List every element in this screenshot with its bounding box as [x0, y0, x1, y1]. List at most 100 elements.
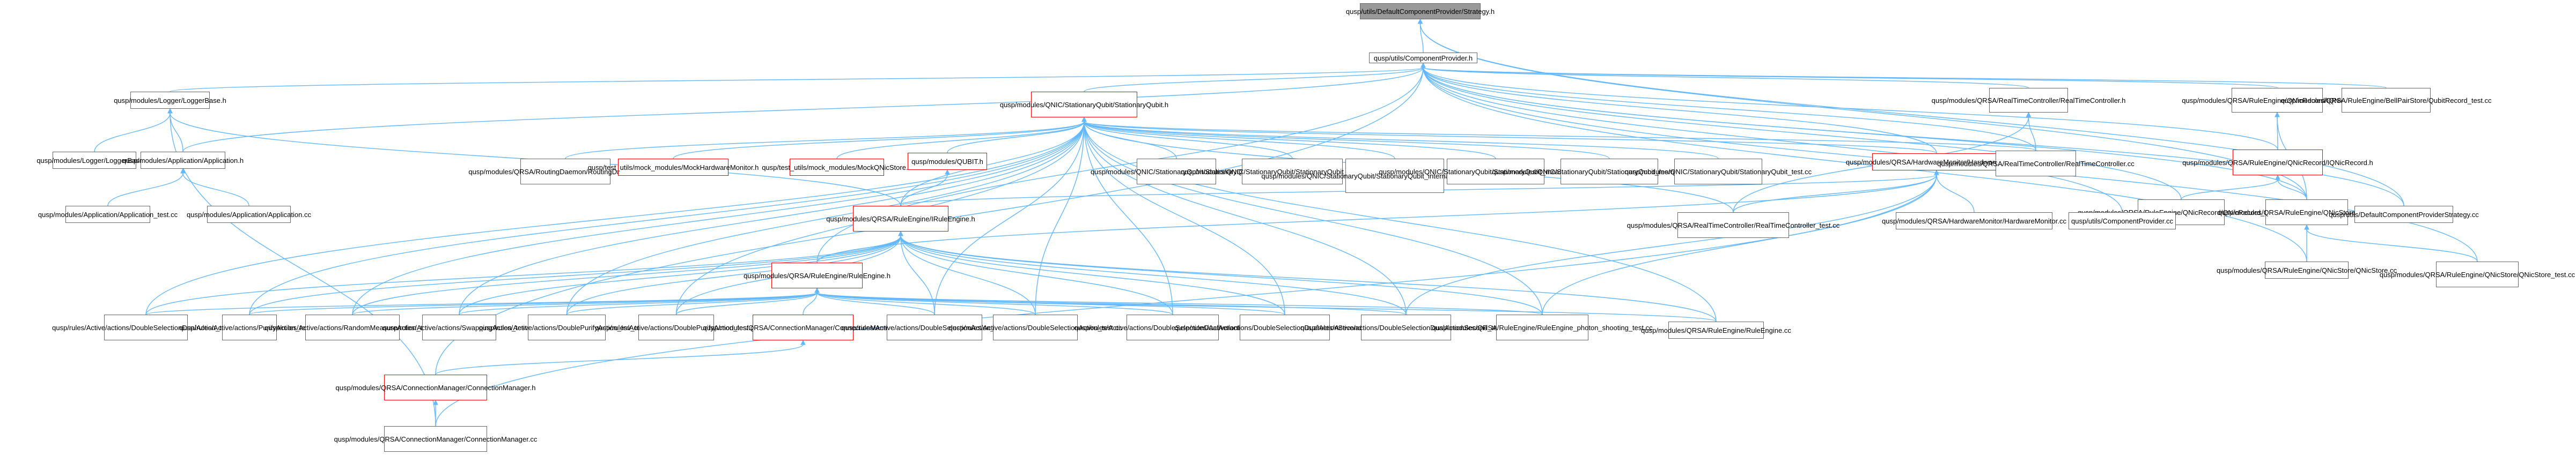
graph-node-rephoton[interactable]: qusp/modules/QRSA/RuleEngine/RuleEngine_… [1432, 315, 1653, 340]
edge-rtccc-to-rtc [2028, 116, 2036, 151]
edge-bellpair-to-cp [1423, 67, 2387, 88]
graph-node-recc[interactable]: qusp/modules/QRSA/RuleEngine/RuleEngine.… [1641, 322, 1791, 339]
edge-swapping-to-qubit [459, 121, 1085, 315]
graph-node-logger[interactable]: qusp/modules/Logger/LoggerBase.h [114, 92, 226, 109]
edge-arrowhead [945, 169, 950, 175]
edge-mockqnic-to-qubit [836, 121, 1085, 159]
edge-rephoton-to-hwmon [1542, 174, 1937, 315]
graph-node-cmcc[interactable]: qusp/modules/QRSA/ConnectionManager/Conn… [334, 426, 537, 452]
edge-dsdualinv-to-qubit [1084, 121, 1173, 315]
graph-node-routing[interactable]: qusp/modules/QRSA/RoutingDaemon/RoutingD… [468, 159, 663, 184]
graph-node-defcp[interactable]: qusp/utils/DefaultComponentProviderStrat… [2329, 206, 2479, 223]
edge-rephoton-to-qubit [1084, 121, 1543, 315]
edge-dsdual2inv-to-ireh [900, 235, 1285, 315]
edge-recc-to-qubit [1084, 121, 1717, 322]
edge-rtccc-to-qubit [1084, 121, 2036, 151]
edge-arrowhead [1934, 169, 1939, 175]
graph-node-rtccc[interactable]: qusp/modules/QRSA/RealTimeController/Rea… [1937, 151, 2135, 176]
graph-node-cmh[interactable]: qusp/modules/QRSA/ConnectionManager/Conn… [336, 375, 535, 400]
edge-purify-to-reh [249, 292, 818, 315]
edge-rephoton-to-reh [816, 292, 1543, 315]
graph-node-apptest[interactable]: qusp/modules/Application/Application_tes… [38, 206, 178, 223]
edge-arrowhead [433, 399, 438, 405]
edge-arrowhead [2026, 111, 2032, 117]
edge-rtctest-to-hwmon [1733, 174, 1937, 213]
graph-node-sqtest[interactable]: qusp/modules/QNIC/StationaryQubit/Statio… [1625, 159, 1812, 184]
edge-purify-to-qubit [249, 121, 1085, 315]
edge-hwmoncc-to-hwmon [1936, 174, 1975, 213]
edge-qnicreccc-to-cp [1423, 67, 2182, 200]
graph-node-cmh2[interactable]: qusp/modules/QRSA/ConnectionManager/Conn… [703, 315, 903, 340]
edge-dpurinv-to-ireh [566, 235, 901, 315]
edge-apph-to-logger [170, 113, 183, 152]
edge-qnicstore-to-iqnicrec [2277, 179, 2307, 200]
graph-node-sqcc[interactable]: qusp/modules/QNIC/StationaryQubit/Statio… [1091, 159, 1262, 184]
edge-arrowhead [180, 168, 186, 174]
edge-routing-to-qubit [565, 121, 1085, 159]
edge-cmh-to-cmh2 [435, 344, 804, 375]
graph-node-rtc[interactable]: qusp/modules/QRSA/RealTimeController/Rea… [1932, 88, 2125, 113]
edge-dsinv-to-reh [816, 292, 935, 315]
edge-qnicreccc-to-iqnicrec [2181, 179, 2278, 200]
graph-node-ireh[interactable]: qusp/modules/QRSA/RuleEngine/IRuleEngine… [826, 206, 975, 232]
edge-dpur-to-reh [675, 292, 818, 315]
graph-node-qnicstorecc[interactable]: qusp/modules/QRSA/RuleEngine/QNicStore/Q… [2217, 262, 2397, 279]
graph-node-sqinternal[interactable]: qusp/modules/QNIC/StationaryQubit/Statio… [1261, 159, 1528, 193]
edge-arrowhead [1421, 62, 1426, 68]
edge-rephoton-to-ireh [900, 235, 1543, 315]
graph-node-iqnicrec[interactable]: qusp/modules/QRSA/RuleEngine/QNicRecord/… [2182, 150, 2373, 175]
edge-sqtest-to-qubit [1084, 121, 1719, 159]
edge-random-to-qubit [352, 121, 1085, 315]
edge-qnicstoretest-to-qnicstore [2306, 229, 2478, 262]
edge-dsdual2-to-ireh [900, 235, 1407, 315]
graph-node-hwmon[interactable]: qusp/modules/QRSA/HardwareMonitor/Hardwa… [1846, 153, 2027, 170]
edge-dsdual-to-ireh [145, 235, 901, 315]
graph-node-apph[interactable]: qusp/modules/Application/Application.h [122, 152, 244, 169]
graph-node-appcc[interactable]: qusp/modules/Application/Application.cc [187, 206, 311, 223]
edge-dpurinv-to-reh [566, 292, 818, 315]
graph-node-qnicstore[interactable]: qusp/modules/QRSA/RuleEngine/QNicStore/Q… [2218, 199, 2395, 225]
edge-cmcc-to-hwmon [435, 174, 1937, 427]
graph-node-reh[interactable]: qusp/modules/QRSA/RuleEngine/RuleEngine.… [744, 263, 890, 288]
graph-node-qnicrec[interactable]: qusp/modules/QRSA/RuleEngine/QNicRecord/… [2182, 88, 2373, 113]
edge-sqgate-to-qubit [1084, 121, 1293, 159]
graph-node-ds[interactable]: qusp/rules/Active/actions/DoubleSelectio… [949, 315, 1122, 340]
edge-recc-to-ireh [900, 235, 1717, 322]
graph-node-qubith[interactable]: qusp/modules/QUBIT.h [908, 153, 987, 170]
edge-iqnicrec-to-cp [1423, 67, 2278, 150]
graph-node-mockhw[interactable]: qusp/test_utils/mock_modules/MockHardwar… [588, 159, 759, 176]
graph-node-hwmoncc[interactable]: qusp/modules/QRSA/HardwareMonitor/Hardwa… [1882, 212, 2066, 229]
edge-appcc-to-apph [182, 173, 249, 206]
graph-node-rtctest[interactable]: qusp/modules/QRSA/RealTimeController/Rea… [1627, 212, 1839, 238]
graph-node-random[interactable]: qusp/rules/Active/actions/RandomMeasureA… [264, 315, 440, 340]
edge-sqmem-to-qubit [1084, 121, 1610, 159]
edge-defcp-to-root [1419, 23, 2404, 206]
graph-node-root: qusp/utils/DefaultComponentProvider/Stra… [1346, 3, 1495, 19]
edge-arrowhead [2275, 111, 2280, 117]
graph-node-cpcc[interactable]: qusp/utils/ComponentProvider.cc [2069, 212, 2176, 229]
graph-node-cp[interactable]: qusp/utils/ComponentProvider.h [1369, 53, 1477, 63]
edge-arrowhead [898, 230, 903, 236]
edge-dsdual-to-reh [145, 292, 818, 315]
edge-dsdual2-to-hwmon [1405, 174, 1937, 315]
edge-dsdual-to-qubit [145, 121, 1085, 315]
graph-node-qubit[interactable]: qusp/modules/QNIC/StationaryQubit/Statio… [1000, 92, 1168, 117]
graph-node-dsinv[interactable]: qusp/rules/Active/actions/DoubleSelectio… [841, 315, 1028, 340]
graph-node-dsdual[interactable]: qusp/rules/Active/actions/DoubleSelectio… [52, 315, 240, 340]
graph-node-dpurinv[interactable]: qusp/rules/Active/actions/DoublePurifyAc… [479, 315, 654, 340]
edge-dsdualinv-to-ireh [900, 235, 1173, 315]
edge-mockhw-to-qubit [673, 121, 1085, 159]
graph-node-mockqnic[interactable]: qusp/test_utils/mock_modules/MockQNicSto… [762, 159, 912, 176]
edge-random-to-ireh [352, 235, 901, 315]
graph-node-qnicstoretest[interactable]: qusp/modules/QRSA/RuleEngine/QNicStore/Q… [2380, 262, 2575, 287]
edge-logger-to-cp [170, 67, 1424, 92]
edge-qnicrec-to-cp [1423, 67, 2278, 88]
edge-arrowhead [1081, 116, 1087, 122]
edge-cmcc-to-logger [170, 113, 436, 427]
edge-arrowhead [2304, 224, 2309, 230]
edge-ireh-to-qubith [900, 174, 948, 206]
graph-node-loggercc[interactable]: qusp/modules/Logger/LoggerBase.cc [36, 152, 152, 169]
graph-node-bellpair[interactable]: qusp/modules/QRSA/RuleEngine/BellPairSto… [2280, 88, 2492, 113]
